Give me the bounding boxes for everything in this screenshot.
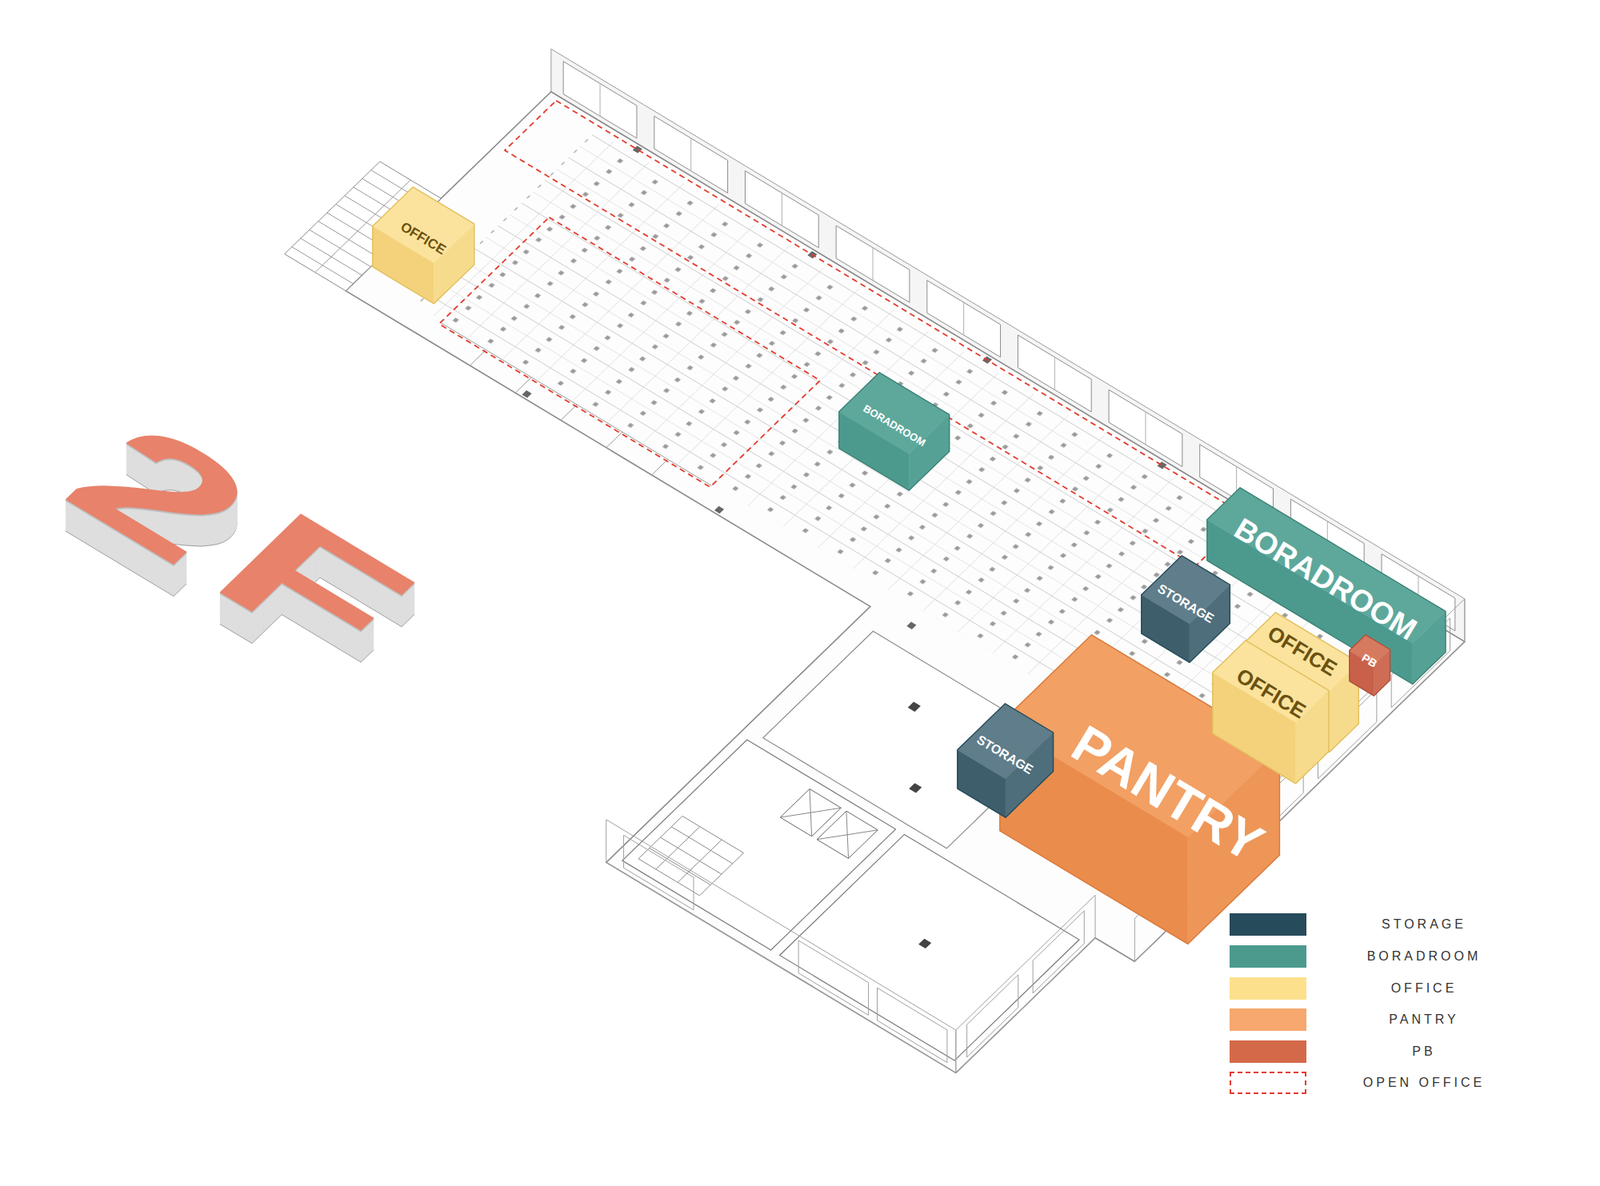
- legend-swatch: [1229, 1008, 1307, 1032]
- legend-swatch: [1229, 1040, 1307, 1064]
- prism-outline: [957, 704, 1054, 818]
- plan-linework: [780, 834, 1080, 1061]
- plan-linework: [624, 835, 694, 910]
- prism-top-face: [839, 372, 950, 455]
- plan-linework: [876, 988, 947, 1063]
- plan-linework: [606, 820, 956, 1074]
- room-volume: STORAGE: [1138, 552, 1233, 666]
- legend-swatch: [1229, 945, 1307, 968]
- plan-linework: [638, 816, 744, 896]
- legend-label: PANTRY: [1328, 1012, 1520, 1028]
- plan-linework: [424, 322, 712, 502]
- plan-linework: [798, 940, 868, 1016]
- prism-outline: [372, 186, 475, 304]
- legend-label: OFFICE: [1328, 980, 1520, 997]
- legend-dashed-sample: [1229, 1072, 1307, 1095]
- legend-label: BORADROOM: [1328, 948, 1520, 965]
- plan-linework: [504, 100, 1247, 567]
- legend-label: PB: [1328, 1044, 1520, 1060]
- room-volume: BORADROOM: [836, 369, 953, 494]
- plan-linework: [967, 975, 1019, 1058]
- prism-top-face: [957, 704, 1054, 780]
- floor-title: 2F: [51, 409, 452, 686]
- room-volume: OFFICE: [369, 184, 478, 308]
- prism-outline: [1141, 556, 1231, 664]
- legend-label: OPEN OFFICE: [1328, 1075, 1520, 1092]
- plan-linework: [606, 820, 956, 1074]
- prism-outline: [1348, 634, 1390, 696]
- plan-linework: [439, 217, 820, 488]
- prism-top-face: [1212, 640, 1329, 724]
- prism-outline: [1212, 640, 1329, 784]
- plan-linework: [918, 939, 932, 949]
- plan-linework: [956, 895, 1096, 1073]
- room-volume: PB: [1346, 632, 1393, 700]
- plan-linework: [780, 788, 878, 859]
- plan-linework: [20, 55, 1465, 1097]
- legend-swatch: [1229, 913, 1307, 936]
- plan-linework: [956, 895, 1096, 1073]
- room-volume: STORAGE: [954, 700, 1056, 821]
- plan-linework: [1032, 911, 1084, 994]
- prism-top-face: [372, 186, 475, 263]
- legend-label: STORAGE: [1328, 916, 1520, 933]
- legend-swatch: [1229, 977, 1307, 1000]
- prism-outline: [839, 372, 950, 491]
